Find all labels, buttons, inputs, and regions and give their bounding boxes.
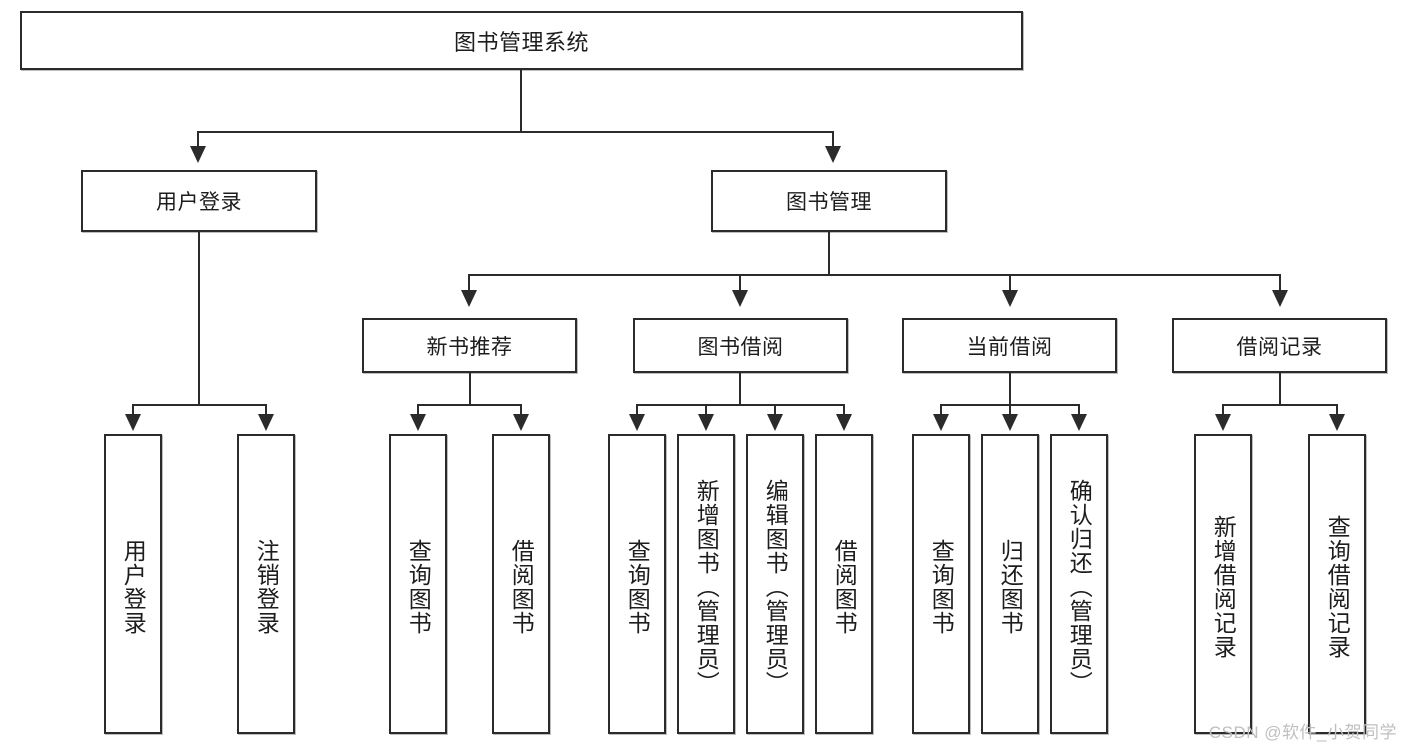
connector-drop-leaf-c1 bbox=[1009, 404, 1011, 416]
node-label: 当前借阅 bbox=[966, 335, 1053, 359]
node-borrow-record[interactable]: 借阅记录 bbox=[1172, 318, 1387, 373]
connector-drop-leaf-b0 bbox=[636, 404, 638, 416]
connector-current-borrow-stem bbox=[1009, 373, 1011, 405]
node-label: 新书推荐 bbox=[426, 335, 513, 359]
node-label: 借阅记录 bbox=[1236, 335, 1323, 359]
leaf-label: 确认归还（管理员） bbox=[1066, 479, 1093, 695]
node-label: 图书借阅 bbox=[697, 335, 784, 359]
leaf-label: 归还图书 bbox=[997, 539, 1024, 635]
leaf-label: 用户登录 bbox=[120, 539, 147, 635]
connector-drop-leaf-n0 bbox=[417, 404, 419, 416]
connector-drop-leaf-b2 bbox=[774, 404, 776, 416]
node-user-login[interactable]: 用户登录 bbox=[81, 170, 317, 232]
connector-drop-leaf-c0 bbox=[940, 404, 942, 416]
leaf-label: 新增借阅记录 bbox=[1210, 515, 1237, 659]
arrowhead-leaf-b3 bbox=[836, 414, 852, 431]
connector-drop-leaf-c2 bbox=[1078, 404, 1080, 416]
connector-book-borrow-stem bbox=[739, 373, 741, 405]
node-book-management[interactable]: 图书管理 bbox=[711, 170, 947, 232]
connector-book-borrow-bus bbox=[636, 404, 844, 406]
leaf-borrow-book-recommend[interactable]: 借阅图书 bbox=[492, 434, 550, 734]
arrowhead-leaf-r1 bbox=[1329, 414, 1345, 431]
leaf-user-login[interactable]: 用户登录 bbox=[104, 434, 162, 734]
arrowhead-new-book bbox=[461, 290, 477, 307]
connector-drop-current-borrow bbox=[1009, 274, 1011, 292]
leaf-borrow-book[interactable]: 借阅图书 bbox=[815, 434, 873, 734]
arrowhead-leaf-c0 bbox=[933, 414, 949, 431]
arrowhead-leaf-n0 bbox=[410, 414, 426, 431]
connector-level2-bus bbox=[197, 131, 834, 133]
arrowhead-user-login bbox=[190, 146, 206, 163]
arrowhead-leaf-b1 bbox=[698, 414, 714, 431]
connector-book-mgmt-stem bbox=[828, 232, 830, 275]
connector-drop-leaf-b3 bbox=[843, 404, 845, 416]
connector-root-stem bbox=[520, 70, 522, 132]
arrowhead-leaf-c1 bbox=[1002, 414, 1018, 431]
connector-drop-new-book bbox=[468, 274, 470, 292]
arrowhead-book-borrow bbox=[732, 290, 748, 307]
leaf-label: 查询图书 bbox=[928, 539, 955, 635]
leaf-label: 查询图书 bbox=[405, 539, 432, 635]
arrowhead-leaf-u0 bbox=[125, 414, 141, 431]
node-book-borrow[interactable]: 图书借阅 bbox=[633, 318, 848, 373]
leaf-label: 借阅图书 bbox=[508, 539, 535, 635]
arrowhead-leaf-b0 bbox=[629, 414, 645, 431]
connector-user-login-stem bbox=[198, 232, 200, 405]
connector-drop-user-login bbox=[197, 131, 199, 149]
node-new-book-recommend[interactable]: 新书推荐 bbox=[362, 318, 577, 373]
arrowhead-current-borrow bbox=[1002, 290, 1018, 307]
connector-drop-borrow-record bbox=[1279, 274, 1281, 292]
node-root-system[interactable]: 图书管理系统 bbox=[20, 11, 1023, 70]
leaf-add-borrow-record[interactable]: 新增借阅记录 bbox=[1194, 434, 1252, 734]
leaf-search-borrow-record[interactable]: 查询借阅记录 bbox=[1308, 434, 1366, 734]
connector-drop-leaf-n1 bbox=[520, 404, 522, 416]
connector-drop-leaf-u1 bbox=[265, 404, 267, 416]
connector-level3-bus bbox=[468, 274, 1280, 276]
node-current-borrow[interactable]: 当前借阅 bbox=[902, 318, 1117, 373]
leaf-confirm-return-admin[interactable]: 确认归还（管理员） bbox=[1050, 434, 1108, 734]
arrowhead-borrow-record bbox=[1272, 290, 1288, 307]
connector-drop-book-borrow bbox=[739, 274, 741, 292]
connector-drop-book-mgmt bbox=[832, 131, 834, 149]
leaf-search-book-current[interactable]: 查询图书 bbox=[912, 434, 970, 734]
connector-drop-leaf-r0 bbox=[1222, 404, 1224, 416]
node-label: 图书管理 bbox=[786, 191, 872, 214]
leaf-label: 查询图书 bbox=[624, 539, 651, 635]
connector-borrow-record-bus bbox=[1222, 404, 1338, 406]
arrowhead-leaf-b2 bbox=[767, 414, 783, 431]
leaf-return-book[interactable]: 归还图书 bbox=[981, 434, 1039, 734]
arrowhead-leaf-n1 bbox=[513, 414, 529, 431]
connector-drop-leaf-u0 bbox=[132, 404, 134, 416]
connector-user-login-bus bbox=[132, 404, 265, 406]
arrowhead-leaf-r0 bbox=[1215, 414, 1231, 431]
leaf-label: 查询借阅记录 bbox=[1324, 515, 1351, 659]
leaf-search-book-borrow[interactable]: 查询图书 bbox=[608, 434, 666, 734]
node-label: 用户登录 bbox=[156, 191, 242, 214]
connector-new-book-stem bbox=[469, 373, 471, 405]
leaf-edit-book-admin[interactable]: 编辑图书（管理员） bbox=[746, 434, 804, 734]
leaf-label: 编辑图书（管理员） bbox=[762, 479, 789, 695]
arrowhead-book-mgmt bbox=[825, 146, 841, 163]
connector-new-book-bus bbox=[417, 404, 522, 406]
node-label: 图书管理系统 bbox=[453, 29, 589, 55]
leaf-search-book-recommend[interactable]: 查询图书 bbox=[389, 434, 447, 734]
connector-drop-leaf-b1 bbox=[705, 404, 707, 416]
leaf-label: 借阅图书 bbox=[831, 539, 858, 635]
leaf-label: 新增图书（管理员） bbox=[693, 479, 720, 695]
arrowhead-leaf-c2 bbox=[1071, 414, 1087, 431]
connector-drop-leaf-r1 bbox=[1336, 404, 1338, 416]
connector-borrow-record-stem bbox=[1279, 373, 1281, 405]
arrowhead-leaf-u1 bbox=[258, 414, 274, 431]
leaf-label: 注销登录 bbox=[253, 539, 280, 635]
leaf-logout[interactable]: 注销登录 bbox=[237, 434, 295, 734]
leaf-add-book-admin[interactable]: 新增图书（管理员） bbox=[677, 434, 735, 734]
